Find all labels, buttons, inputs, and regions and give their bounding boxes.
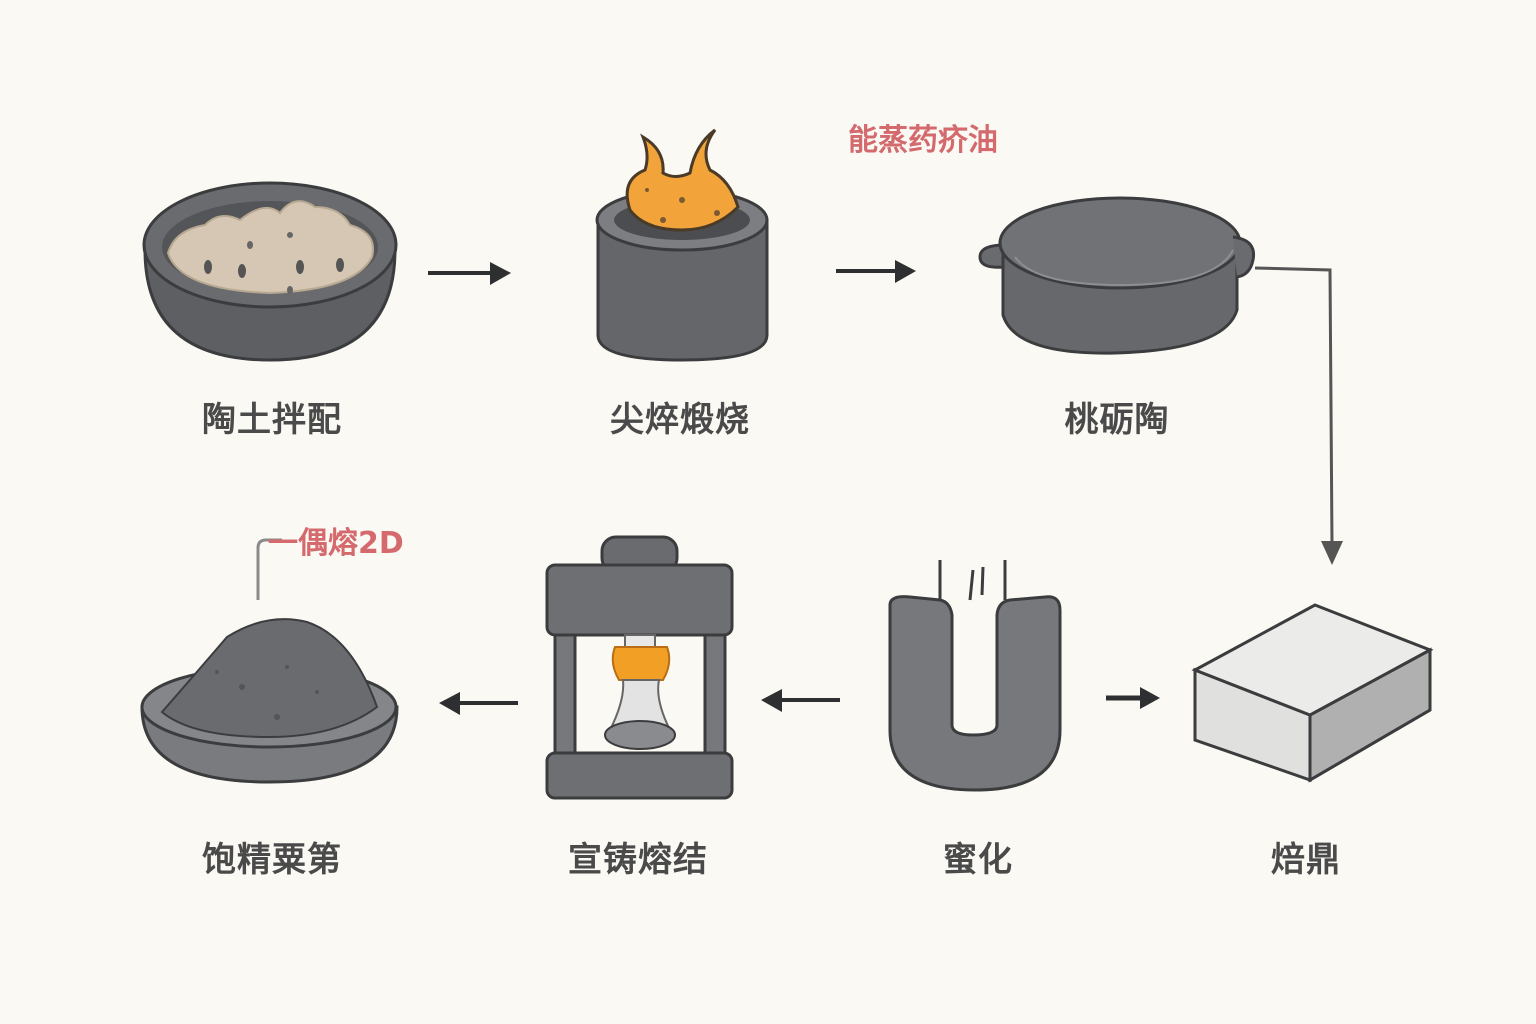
step-label-3: 桃砺陶: [1064, 400, 1170, 440]
annotation-leader-line: [256, 538, 282, 600]
arrow-5-to-6: [761, 689, 840, 712]
step-label-5: 蜜化: [943, 840, 1013, 880]
press-icon: [545, 535, 734, 800]
step-label-2: 尖焠煅烧: [610, 400, 750, 440]
step-label-6: 宣铸熔结: [568, 840, 708, 880]
covered-pot-icon: [978, 196, 1256, 355]
arrow-5-to-4: [1106, 687, 1160, 709]
arrow-3-to-4: [1254, 266, 1343, 565]
arrow-1-to-2: [428, 262, 511, 285]
step-label-7: 饱精粟第: [202, 840, 342, 880]
annotation-step-3: 能蒸药疥油: [848, 123, 998, 158]
step-label-4: 焙鼎: [1271, 840, 1341, 880]
step-label-1: 陶土拌配: [202, 400, 342, 440]
annotation-step-7: 一偶熔2D: [268, 526, 404, 561]
burner-flame-icon: [595, 128, 769, 362]
arrow-2-to-3: [836, 260, 916, 283]
arrow-6-to-7: [439, 692, 518, 715]
block-icon: [1191, 603, 1434, 783]
u-magnet-icon: [888, 560, 1062, 792]
mound-dish-icon: [140, 618, 399, 784]
bowl-with-paste-icon: [142, 181, 398, 362]
